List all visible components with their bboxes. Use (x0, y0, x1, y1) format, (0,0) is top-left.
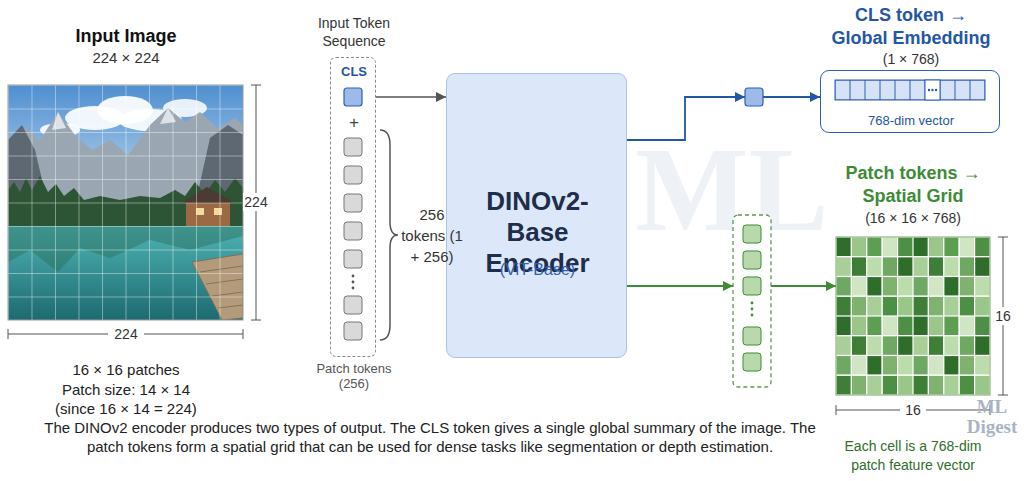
image-heading: Input Image (26, 25, 226, 47)
patch-token (344, 194, 362, 212)
dimension-tick (998, 237, 1008, 238)
plus-sign: + (331, 113, 377, 133)
sky (8, 85, 243, 320)
patch-token (344, 250, 362, 268)
shape-label: (1 × 768) (821, 51, 1001, 68)
sequence-heading: Input Token Sequence (304, 14, 404, 50)
patch-grid (8, 85, 243, 320)
patch-output-token (743, 327, 761, 345)
token-name: CLS (331, 64, 377, 80)
ellipsis-dot (751, 302, 754, 305)
spatial-grid-box: Patch tokens → Spatial Grid(16 × 16 × 76… (836, 237, 990, 395)
shape-label: (16 × 16 × 768) (828, 210, 998, 227)
encoder-subtitle: (ViT-Base) (447, 260, 628, 280)
grid-note: Each cell is a 768-dim patch feature vec… (830, 437, 996, 475)
dimension-tick (836, 405, 837, 415)
input-photo (8, 85, 243, 320)
figure-caption: The DINOv2 encoder produces two types of… (40, 418, 820, 456)
image-size: 224 × 224 (26, 48, 226, 67)
patch-output-token (743, 251, 761, 269)
patch-token (344, 296, 362, 314)
dimension-tick (8, 329, 9, 339)
token-sequence-box: Input Token SequenceCLS+Patch tokens (25… (330, 57, 376, 357)
token-count: Patch tokens (256) (309, 361, 399, 391)
ellipsis-dot (935, 89, 937, 91)
patch-note: Patch size: 14 × 14 (16, 380, 236, 399)
dimension-label: 16 (900, 401, 926, 419)
patch-note: 16 × 16 patches (16, 360, 236, 379)
embedding-box: CLS token → Global Embedding(1 × 768)768… (820, 70, 1000, 133)
ellipsis-dot (751, 308, 754, 311)
patch-output-token (743, 353, 761, 371)
ellipsis-dot (352, 287, 355, 290)
encoder-box: DINOv2-Base Encoder(ViT-Base) (446, 73, 627, 358)
patch-output-token (743, 225, 761, 243)
dimension-tick (251, 320, 261, 321)
ellipsis-dot (352, 275, 355, 278)
image-border (8, 85, 243, 320)
vector-caption: 768-dim vector (821, 113, 1001, 129)
watermark: ML Digest (962, 397, 1022, 437)
arrowhead (735, 92, 745, 102)
spatial-grid-cells (836, 237, 990, 395)
arrowhead (723, 281, 733, 291)
dimension-tick (251, 85, 261, 86)
embedding-vector (835, 80, 985, 100)
patch-token (344, 138, 362, 156)
dimension-label: 16 (992, 307, 1014, 325)
ellipsis-dot (352, 281, 355, 284)
patch-output-column (733, 215, 771, 387)
output-heading: CLS token → Global Embedding (826, 4, 996, 50)
patch-output-token (743, 277, 761, 295)
patch-note: (since 16 × 14 = 224) (16, 399, 236, 418)
vector-gap-cell (925, 80, 940, 100)
brace (380, 130, 398, 340)
token-count-note: 256 tokens (1 + 256) (398, 204, 466, 267)
output-heading: Patch tokens → Spatial Grid (828, 162, 998, 208)
dimension-tick (243, 329, 244, 339)
patch-token (344, 322, 362, 340)
dimension-label: 224 (108, 325, 144, 343)
ellipsis-dot (928, 89, 930, 91)
ellipsis-dot (751, 314, 754, 317)
ellipsis-dot (931, 89, 933, 91)
cls-token (344, 88, 362, 106)
patch-token (344, 222, 362, 240)
patch-token (344, 166, 362, 184)
cls-output-token (745, 88, 763, 106)
dimension-tick (998, 395, 1008, 396)
watermark: ML (632, 120, 832, 260)
dimension-label: 224 (243, 193, 269, 211)
connector-arrow (376, 96, 446, 98)
